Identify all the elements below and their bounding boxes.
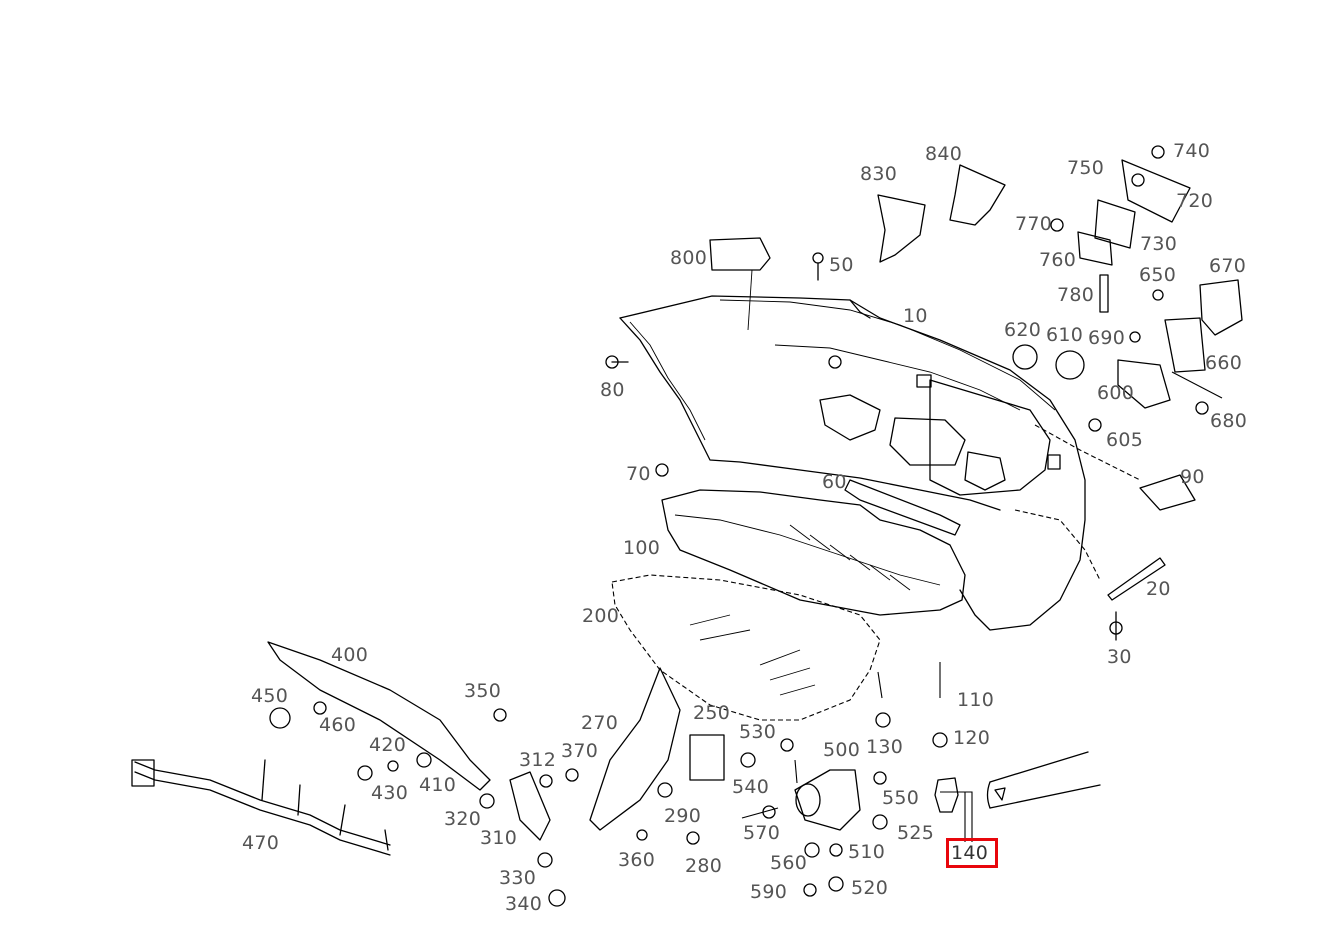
callout-840[interactable]: 840: [925, 143, 963, 165]
callout-800[interactable]: 800: [670, 247, 708, 269]
cable-lower: [1014, 509, 1101, 581]
leader-lines: [741, 371, 1223, 842]
bumper-cover: [619, 295, 1086, 631]
callout-780[interactable]: 780: [1057, 284, 1095, 306]
callout-110[interactable]: 110: [957, 689, 995, 711]
callout-670[interactable]: 670: [1209, 255, 1247, 277]
underbody-panel: [611, 574, 881, 721]
callout-570[interactable]: 570: [743, 822, 781, 844]
cap-610: [1055, 350, 1085, 380]
callout-330[interactable]: 330: [499, 867, 537, 889]
callout-470[interactable]: 470: [242, 832, 280, 854]
callout-530[interactable]: 530: [739, 721, 777, 743]
callout-30[interactable]: 30: [1107, 646, 1132, 668]
callout-620[interactable]: 620: [1004, 319, 1042, 341]
callout-760[interactable]: 760: [1039, 249, 1077, 271]
callout-290[interactable]: 290: [664, 805, 702, 827]
callout-320[interactable]: 320: [444, 808, 482, 830]
plate-720: [1121, 159, 1191, 223]
cable-upper: [1034, 424, 1141, 481]
beam-400: [267, 641, 491, 791]
callout-450[interactable]: 450: [251, 685, 289, 707]
callout-690[interactable]: 690: [1088, 327, 1126, 349]
strip-780: [1099, 274, 1109, 313]
callout-80[interactable]: 80: [600, 379, 625, 401]
callout-250[interactable]: 250: [693, 702, 731, 724]
panel-800: [709, 237, 771, 271]
bracket-830: [877, 194, 926, 263]
strip-20: [1107, 557, 1166, 601]
plate-730: [1094, 199, 1136, 249]
fasteners: [269, 145, 1209, 907]
callout-590[interactable]: 590: [750, 881, 788, 903]
callout-340[interactable]: 340: [505, 893, 543, 915]
callout-270[interactable]: 270: [581, 712, 619, 734]
callout-420[interactable]: 420: [369, 734, 407, 756]
callout-130[interactable]: 130: [866, 736, 904, 758]
callout-650[interactable]: 650: [1139, 264, 1177, 286]
callout-140[interactable]: 140: [951, 842, 989, 864]
callout-360[interactable]: 360: [618, 849, 656, 871]
edge-profile-140: [934, 751, 1101, 813]
callout-605[interactable]: 605: [1106, 429, 1144, 451]
cover-670: [1199, 279, 1243, 336]
callout-525[interactable]: 525: [897, 822, 935, 844]
bracket-310: [509, 771, 551, 841]
callout-280[interactable]: 280: [685, 855, 723, 877]
grille-600: [1117, 359, 1171, 409]
callout-770[interactable]: 770: [1015, 213, 1053, 235]
diffuser-part: [661, 489, 966, 616]
callout-720[interactable]: 720: [1176, 190, 1214, 212]
callout-90[interactable]: 90: [1180, 466, 1205, 488]
callout-10[interactable]: 10: [903, 305, 928, 327]
callout-70[interactable]: 70: [626, 463, 651, 485]
bracket-90: [1139, 474, 1196, 511]
callout-430[interactable]: 430: [371, 782, 409, 804]
bracket-760: [1077, 231, 1113, 266]
callout-750[interactable]: 750: [1067, 157, 1105, 179]
callout-20[interactable]: 20: [1146, 578, 1171, 600]
callout-200[interactable]: 200: [582, 605, 620, 627]
highlight-box: [946, 838, 998, 868]
callout-660[interactable]: 660: [1205, 352, 1243, 374]
callout-500[interactable]: 500: [823, 739, 861, 761]
callout-510[interactable]: 510: [848, 841, 886, 863]
callout-100[interactable]: 100: [623, 537, 661, 559]
callout-310[interactable]: 310: [480, 827, 518, 849]
pipe-500: [794, 769, 861, 831]
callout-600[interactable]: 600: [1097, 382, 1135, 404]
callout-550[interactable]: 550: [882, 787, 920, 809]
bracket-60: [844, 479, 961, 536]
callout-370[interactable]: 370: [561, 740, 599, 762]
pipe-opening: [795, 783, 821, 817]
callout-610[interactable]: 610: [1046, 324, 1084, 346]
cap-620: [1012, 344, 1038, 370]
callout-60[interactable]: 60: [822, 471, 847, 493]
callout-540[interactable]: 540: [732, 776, 770, 798]
callout-410[interactable]: 410: [419, 774, 457, 796]
callout-460[interactable]: 460: [319, 714, 357, 736]
callout-50[interactable]: 50: [829, 254, 854, 276]
callout-312[interactable]: 312: [519, 749, 557, 771]
callout-350[interactable]: 350: [464, 680, 502, 702]
clip-250: [689, 734, 725, 781]
callout-730[interactable]: 730: [1140, 233, 1178, 255]
callout-120[interactable]: 120: [953, 727, 991, 749]
callout-560[interactable]: 560: [770, 852, 808, 874]
callout-520[interactable]: 520: [851, 877, 889, 899]
callout-400[interactable]: 400: [331, 644, 369, 666]
bracket-270: [589, 667, 681, 831]
callout-740[interactable]: 740: [1173, 140, 1211, 162]
housing-660: [1164, 317, 1206, 373]
bracket-840: [949, 164, 1006, 226]
callout-680[interactable]: 680: [1210, 410, 1248, 432]
leader-800: [747, 269, 753, 331]
wiring-harness: [131, 759, 391, 856]
callout-830[interactable]: 830: [860, 163, 898, 185]
